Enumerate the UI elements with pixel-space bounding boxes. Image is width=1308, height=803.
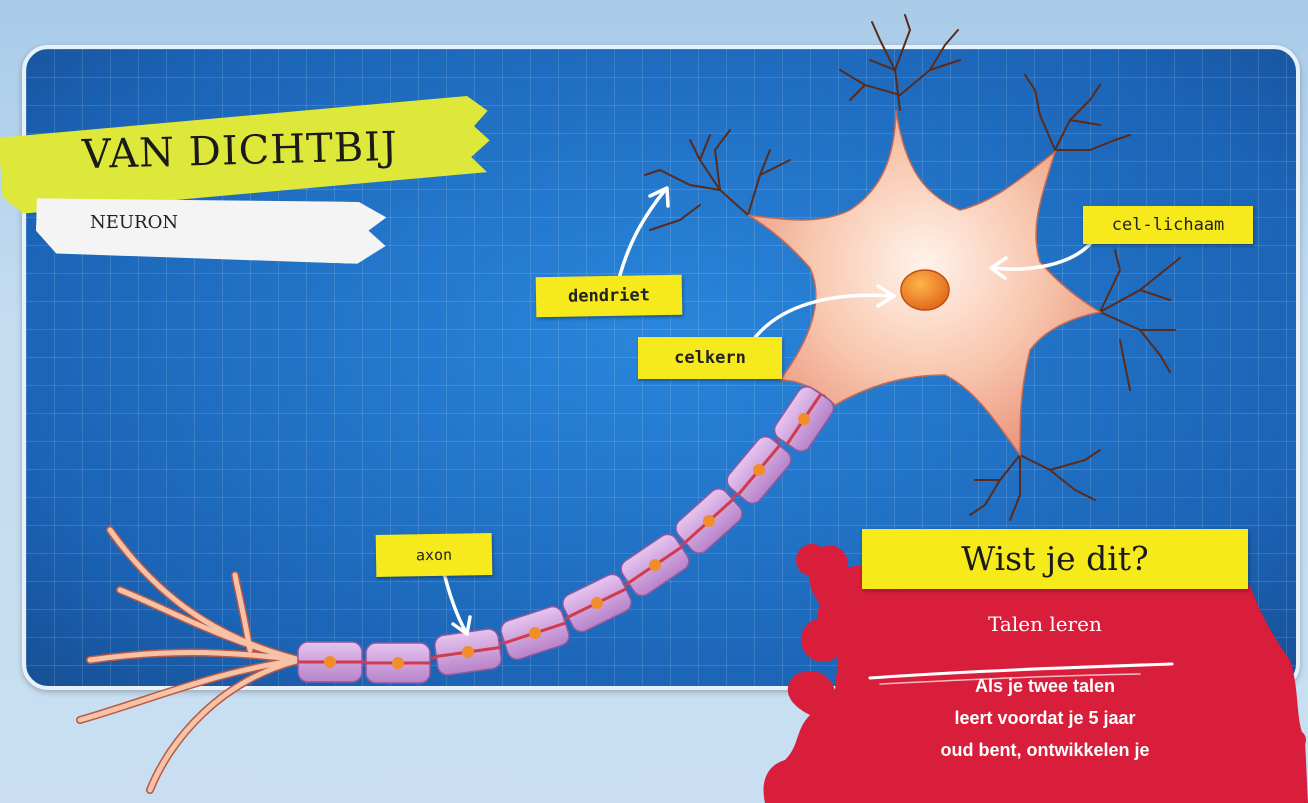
fact-line: leert voordat je 5 jaar xyxy=(880,702,1210,734)
fact-line: oud bent, ontwikkelen je xyxy=(880,734,1210,766)
fact-heading: Wist je dit? xyxy=(862,529,1248,589)
fact-body: Als je twee talen leert voordat je 5 jaa… xyxy=(880,670,1210,766)
fact-title: Talen leren xyxy=(860,612,1230,636)
fact-line: Als je twee talen xyxy=(880,670,1210,702)
